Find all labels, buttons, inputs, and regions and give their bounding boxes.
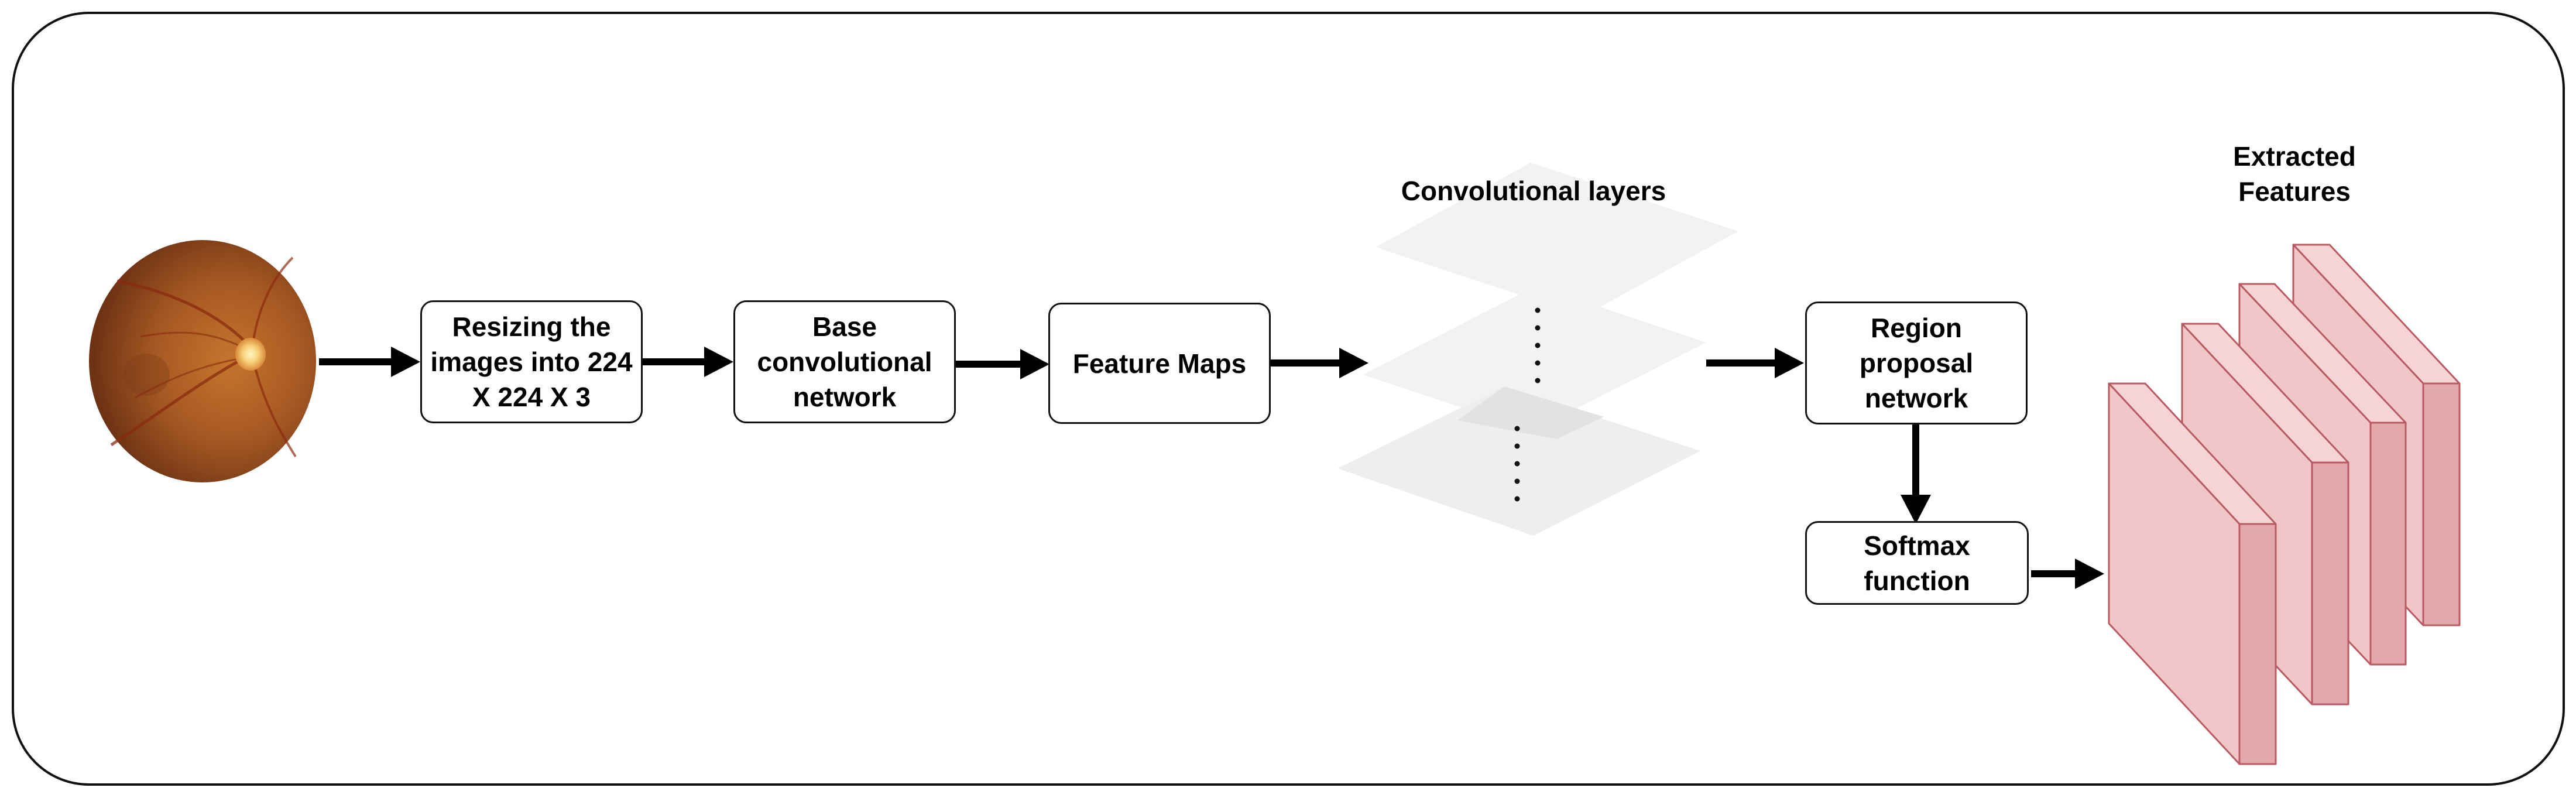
conv-layer-overlap [1457,386,1604,439]
extracted-features-blocks [2108,244,2461,765]
softmax-label: Softmax function [1864,530,1970,596]
retinal-fundus-icon [89,240,316,482]
arrow-conv-to-rpn [1706,348,1804,378]
arrow-rpn-to-softmax [1901,424,1931,524]
arrow-fundus-to-resize [319,347,420,377]
convolutional-layers-stack [1337,163,1738,536]
arrow-base-to-featuremaps [955,349,1049,379]
resize-step-label: Resizing the images into 224 X 224 X 3 [430,311,633,412]
feature-maps-box: Feature Maps [1048,303,1271,424]
base-cnn-box: Base convolutional network [733,300,956,423]
conv-layers-caption: Convolutional layers [1401,176,1666,206]
rpn-label: Region proposal network [1859,313,1974,413]
arrow-resize-to-base [642,347,733,377]
softmax-box: Softmax function [1805,521,2029,605]
ellipsis-dots-upper [1535,307,1541,383]
ellipsis-dots-lower [1514,426,1520,502]
feature-maps-label: Feature Maps [1072,348,1247,379]
arrow-featuremaps-to-conv [1270,348,1368,378]
feature-block [2108,382,2277,765]
conv-layer-plane [1363,286,1706,431]
rpn-box: Region proposal network [1805,302,2028,424]
conv-layer-plane [1376,163,1738,316]
extracted-features-caption: Extracted Features [2233,141,2356,207]
resize-step-box: Resizing the images into 224 X 224 X 3 [420,300,643,423]
arrow-softmax-to-features [2031,559,2104,589]
base-cnn-label: Base convolutional network [757,311,932,412]
conv-layer-plane [1337,386,1700,536]
outer-frame [12,12,2565,786]
